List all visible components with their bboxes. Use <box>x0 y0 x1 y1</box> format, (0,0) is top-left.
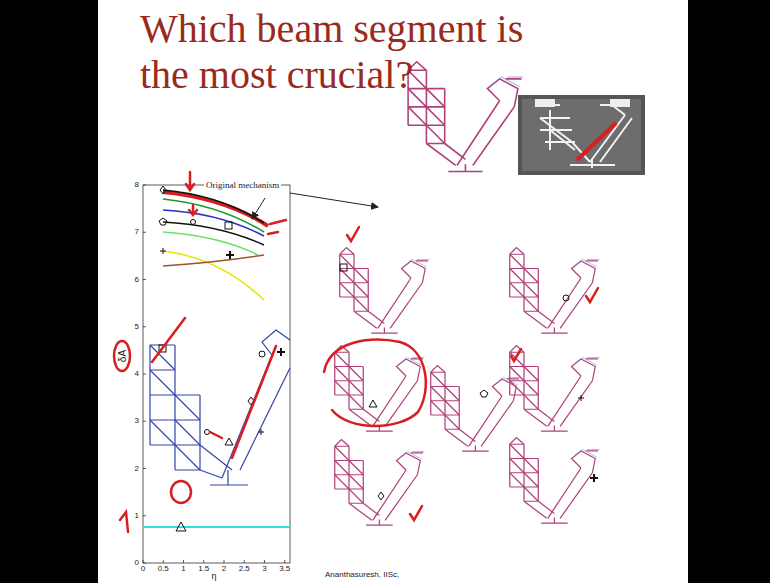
axis-label: η <box>211 572 216 582</box>
axis-tick: 3 <box>135 417 139 426</box>
axis-tick: 2 <box>222 565 226 574</box>
axis-tick: 5 <box>135 322 139 331</box>
axis-tick: 1.5 <box>198 565 209 574</box>
axis-tick: 6 <box>135 275 139 284</box>
axis-tick: 2 <box>135 464 139 473</box>
axis-tick: 3.5 <box>279 565 290 574</box>
axis-tick: 2.5 <box>239 565 250 574</box>
axis-tick: 4 <box>135 370 139 379</box>
footer-credit: Ananthasuresh, IISc, <box>325 571 399 580</box>
axis-tick: 1 <box>181 565 185 574</box>
axis-label: δA <box>117 350 128 362</box>
axis-tick: 0 <box>135 559 139 568</box>
axis-tick: 0 <box>141 565 145 574</box>
axis-tick: 8 <box>135 181 139 190</box>
axis-tick: 3 <box>262 565 266 574</box>
axis-tick: 7 <box>135 228 139 237</box>
axis-tick: 0.5 <box>158 565 169 574</box>
leader-label: Original mechanism <box>204 181 281 191</box>
slide-title: Which beam segment is the most crucial? <box>140 6 580 98</box>
axis-tick: 1 <box>135 511 139 520</box>
